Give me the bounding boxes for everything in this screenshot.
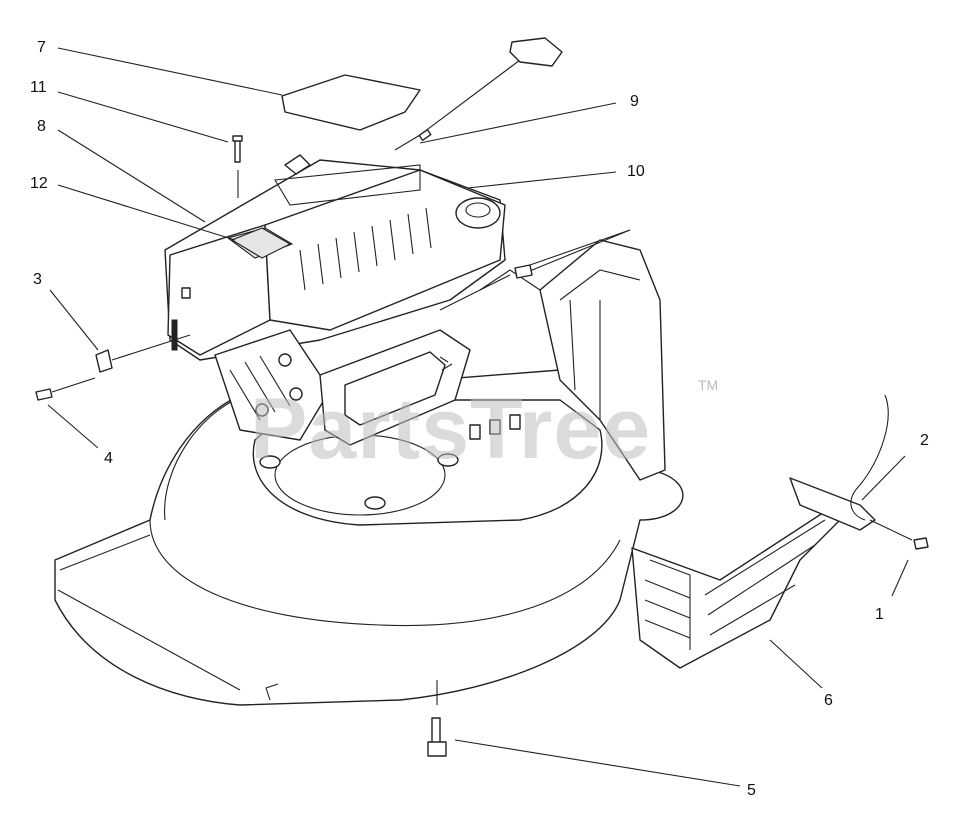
part-7-plate <box>281 74 421 131</box>
part-3-clip <box>95 349 113 373</box>
callout-3: 3 <box>33 271 42 288</box>
callout-5: 5 <box>747 782 756 799</box>
callout-11: 11 <box>30 79 47 96</box>
callout-7: 7 <box>37 39 46 56</box>
callout-2: 2 <box>920 432 929 449</box>
part-4-screw <box>35 334 191 401</box>
callout-9: 9 <box>630 93 639 110</box>
callout-1: 1 <box>875 606 884 623</box>
callout-10: 10 <box>627 163 645 180</box>
part-9-cable <box>394 37 563 151</box>
trademark-symbol: TM <box>698 377 719 393</box>
engine-body <box>164 154 506 361</box>
part-11-screw <box>232 135 243 198</box>
part-6-deflector <box>631 477 876 669</box>
part-5-bolt <box>427 680 447 757</box>
callout-12: 12 <box>30 175 48 192</box>
engine-cylinder <box>214 329 471 446</box>
part-2-cable <box>850 394 889 521</box>
part-12-decal <box>230 227 292 259</box>
watermark-text: PartsTree <box>250 381 652 477</box>
callout-4: 4 <box>104 450 113 467</box>
rear-chute-frame <box>439 229 666 481</box>
callout-8: 8 <box>37 118 46 135</box>
leader-lines <box>47 47 909 787</box>
part-1-screw <box>869 519 929 550</box>
throttle-cable-rear <box>514 229 631 279</box>
callout-6: 6 <box>824 692 833 709</box>
